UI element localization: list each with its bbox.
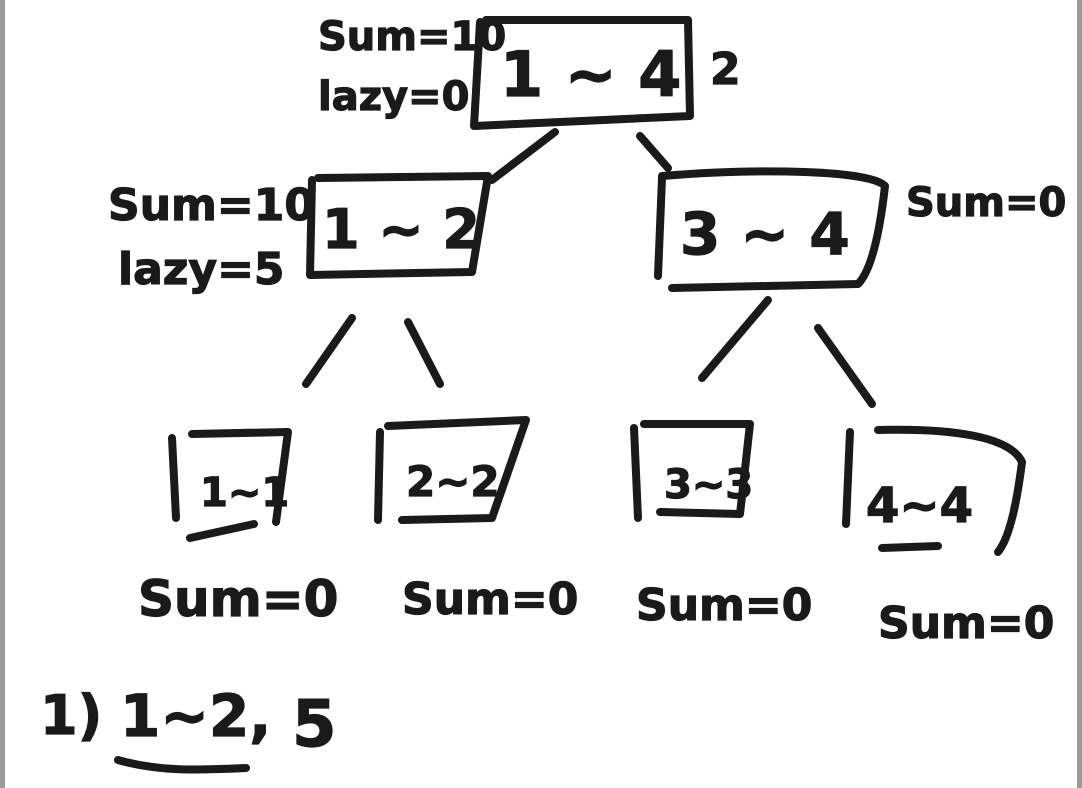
leaf-node-2-sum: Sum=0 bbox=[402, 574, 578, 625]
root-node-lazy: lazy=0 bbox=[318, 74, 469, 120]
edge-right-leaf3 bbox=[698, 296, 772, 382]
leaf-node-3-sum: Sum=0 bbox=[636, 580, 812, 631]
operation-note: 1) 1~2, 5 bbox=[39, 681, 337, 774]
leaf-node-2-range: 2~2 bbox=[406, 457, 500, 506]
leaf-node-2-box-left bbox=[374, 428, 384, 524]
leaf-node-4-box-left bbox=[842, 428, 854, 528]
leaf-node-4-sum: Sum=0 bbox=[878, 598, 1054, 649]
leaf-node-3-box bbox=[640, 420, 754, 518]
edge-left-leaf1 bbox=[302, 314, 356, 388]
edge-left-leaf2 bbox=[404, 318, 444, 388]
leaf-node-3: 3~3 Sum=0 bbox=[630, 420, 813, 632]
root-node: 1 ~ 4 Sum=10 lazy=0 2 bbox=[317, 13, 741, 130]
leaf-node-1-sum: Sum=0 bbox=[138, 570, 338, 628]
operation-index: 1) bbox=[40, 684, 102, 747]
left-node-lazy: lazy=5 bbox=[118, 244, 285, 295]
operation-range: 1~2, bbox=[120, 682, 271, 750]
root-node-box bbox=[470, 16, 694, 130]
edge-root-left bbox=[488, 128, 559, 184]
right-node-box-left-side bbox=[654, 174, 666, 280]
right-node-sum: Sum=0 bbox=[906, 180, 1066, 226]
leaf-node-1-underline bbox=[186, 520, 258, 542]
left-node: 1 ~ 2 Sum=10 lazy=5 bbox=[107, 172, 492, 296]
leaf-node-2-box bbox=[384, 416, 530, 524]
right-node-box bbox=[658, 167, 889, 292]
leaf-node-4-underline bbox=[878, 542, 942, 552]
leaf-node-3-range: 3~3 bbox=[664, 462, 753, 508]
root-node-range: 1 ~ 4 bbox=[500, 38, 681, 111]
root-node-side-note: 2 bbox=[710, 44, 741, 95]
edge-root-right bbox=[636, 132, 672, 172]
leaf-node-1-range: 1~1 bbox=[200, 470, 289, 516]
right-border bbox=[1077, 0, 1082, 788]
leaf-node-4-range: 4~4 bbox=[866, 478, 973, 534]
right-node-range: 3 ~ 4 bbox=[680, 200, 850, 268]
operation-underline bbox=[114, 756, 250, 774]
leaf-node-2: 2~2 Sum=0 bbox=[374, 416, 579, 626]
root-node-sum: Sum=10 bbox=[318, 14, 506, 60]
left-node-range: 1 ~ 2 bbox=[322, 198, 480, 261]
edge-right-leaf4 bbox=[814, 324, 876, 408]
operation-value: 5 bbox=[292, 688, 337, 762]
leaf-node-4: 4~4 Sum=0 bbox=[842, 425, 1055, 650]
left-node-sum: Sum=10 bbox=[108, 180, 315, 231]
leaf-node-1: 1~1 Sum=0 bbox=[137, 428, 339, 629]
left-node-box bbox=[306, 172, 492, 279]
leaf-node-4-box bbox=[874, 425, 1026, 556]
leaf-node-3-box-left bbox=[630, 424, 642, 522]
leaf-node-1-box bbox=[188, 428, 292, 526]
left-border bbox=[0, 0, 5, 788]
right-node: 3 ~ 4 Sum=0 bbox=[654, 167, 1067, 292]
leaf-node-1-box-left bbox=[168, 434, 180, 522]
